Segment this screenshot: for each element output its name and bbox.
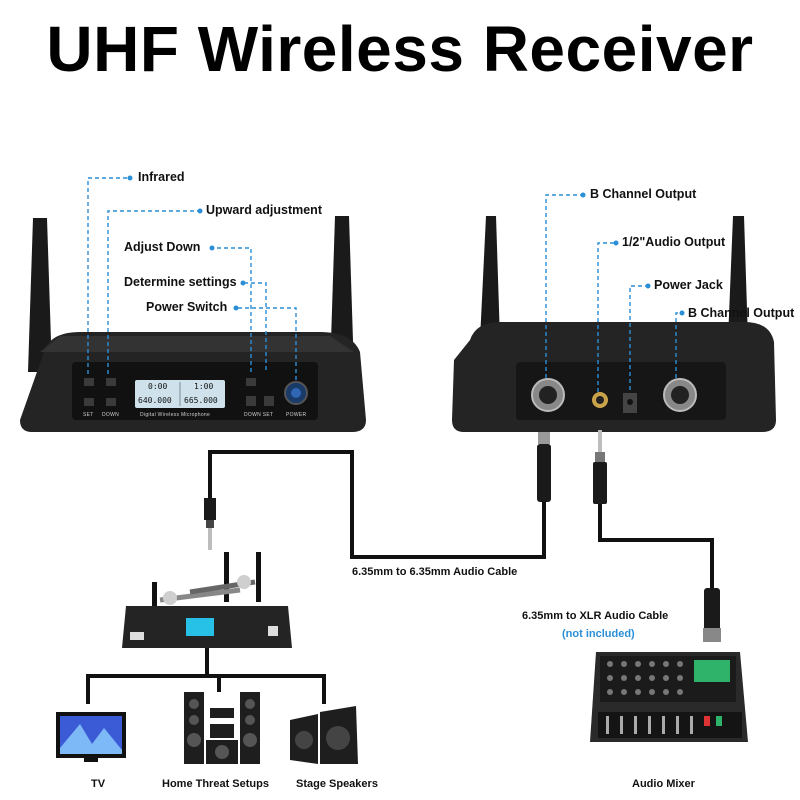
rear-right-antenna: [728, 216, 748, 340]
cable-2-label: 6.35mm to XLR Audio Cable: [522, 610, 669, 622]
determine-settings-button: [246, 396, 256, 406]
adjust-down-button: [246, 378, 256, 386]
set-button: [84, 398, 94, 406]
front-right-antenna: [330, 216, 354, 372]
determine-settings-callout: Determine settings: [124, 275, 237, 289]
audio-output-callout: 1/2"Audio Output: [622, 235, 726, 249]
panel-down-set-label: DOWN SET: [244, 412, 274, 418]
lcd-frequency-right: 665.000: [184, 396, 218, 405]
distribution-lines: [86, 648, 326, 704]
front-receiver: [20, 216, 366, 432]
lcd-channel-left: 0:00: [148, 382, 168, 391]
front-callout-dots: [127, 175, 246, 311]
power-jack-callout: Power Jack: [654, 278, 723, 292]
tv-device: [56, 712, 126, 762]
panel-power-label: POWER: [286, 412, 307, 418]
audio-mixer-label: Audio Mixer: [632, 778, 695, 790]
panel-set-label: SET: [83, 412, 94, 418]
b-channel-output-callout-1: B Channel Output: [590, 187, 697, 201]
jack-plug-left: [204, 498, 216, 550]
lcd-frequency-left: 640.000: [138, 396, 172, 405]
cable-6-35-to-6-35: [208, 450, 546, 559]
rear-callout-lines: [545, 194, 682, 392]
front-callout-lines: [87, 177, 297, 380]
xlr-plug: [703, 588, 721, 642]
page-title: UHF Wireless Receiver: [46, 13, 754, 85]
jack-plug-right: [537, 432, 551, 502]
infrared-callout: Infrared: [138, 170, 185, 184]
tv-label: TV: [91, 778, 106, 790]
rear-left-antenna: [480, 216, 500, 340]
b-channel-output-callout-2: B Channel Output: [688, 306, 795, 320]
small-receiver-unit: [122, 552, 292, 648]
cable-1-label: 6.35mm to 6.35mm Audio Cable: [352, 566, 518, 578]
up-button: [106, 378, 116, 386]
stage-speakers-label: Stage Speakers: [296, 778, 378, 790]
audio-mixer-device: [590, 652, 748, 742]
adjust-down-callout: Adjust Down: [124, 240, 201, 254]
upward-adjustment-callout: Upward adjustment: [206, 203, 322, 217]
power-switch-callout: Power Switch: [146, 300, 228, 314]
home-theater-device: [184, 692, 260, 764]
panel-down-label: DOWN: [102, 412, 120, 418]
infrared-window: [84, 378, 94, 386]
lcd-channel-right: 1:00: [194, 382, 214, 391]
jack-plug-audio: [593, 430, 607, 504]
down-button: [106, 398, 116, 406]
rear-receiver: [452, 216, 776, 432]
stage-speakers-device: [290, 706, 358, 764]
rear-callout-dots: [580, 192, 685, 316]
front-left-antenna: [28, 218, 52, 372]
panel-brand-text: Digital Wireless Microphone: [140, 412, 211, 418]
cable-2-note: (not included): [562, 628, 635, 640]
cable-6-35-to-xlr: [598, 500, 714, 590]
home-theater-label: Home Threat Setups: [162, 778, 269, 790]
